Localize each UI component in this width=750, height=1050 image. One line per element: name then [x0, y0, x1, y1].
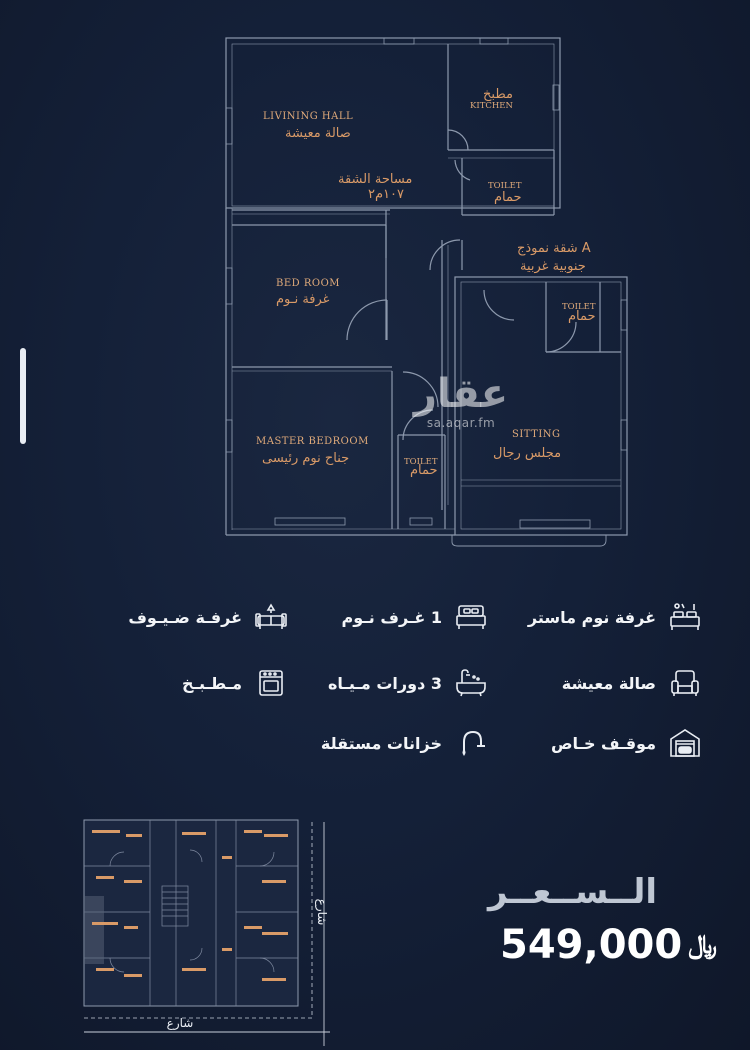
guest-sofa-icon: [254, 602, 288, 632]
scrollbar-thumb[interactable]: [20, 348, 26, 444]
water-tap-icon: [454, 728, 488, 758]
price-value: 549,000: [500, 922, 683, 968]
area-label: مساحة الشقة: [338, 172, 412, 187]
sitting-label-en: SITTING: [512, 429, 561, 440]
feature-bedrooms: 1 غـرف نـوم: [342, 602, 488, 632]
price: 549,000 ﷼: [500, 922, 717, 968]
garage-icon: [668, 728, 702, 758]
feature-bathrooms: 3 دورات مـيـاه: [328, 668, 488, 698]
feature-label: صالة معيشة: [561, 673, 656, 693]
living-hall-label-en: LIVINING HALL: [263, 111, 353, 122]
watermark-logo-text: عقار: [413, 371, 509, 417]
kitchen-label-en: KITCHEN: [470, 101, 513, 111]
sitting-label-ar: مجلس رجال: [493, 446, 561, 461]
feature-guest-room: غرفـة ضـيـوف: [128, 602, 288, 632]
master-bedroom-icon: [668, 602, 702, 632]
feature-kitchen: مـطـبـخ: [182, 668, 288, 698]
bedroom-label-en: BED ROOM: [276, 278, 340, 289]
toilet1-label-en: TOILET: [488, 181, 522, 191]
feature-label: غرفـة ضـيـوف: [128, 607, 242, 627]
feature-label: خزانات مستقلة: [320, 733, 442, 753]
kitchen-label-ar: مطبخ: [483, 87, 513, 102]
bathtub-icon: [454, 668, 488, 698]
feature-water-tanks: خزانات مستقلة: [321, 728, 488, 758]
master-bedroom-label-en: MASTER BEDROOM: [256, 436, 369, 447]
living-hall-label-ar: صالة معيشة: [285, 126, 351, 141]
feature-label: موقـف خـاص: [550, 733, 656, 753]
watermark-url: sa.aqar.fm: [426, 416, 496, 430]
feature-label: 3 دورات مـيـاه: [327, 673, 442, 693]
price-label: الــســعــر: [488, 872, 658, 912]
toilet3-label-en: TOILET: [404, 457, 438, 467]
aqar-watermark: عقار sa.aqar.fm: [405, 372, 517, 430]
oven-icon: [254, 668, 288, 698]
area-value: ١٠٧م٢: [368, 187, 404, 202]
street-label-bottom: شارع: [167, 1016, 194, 1031]
toilet3-label-ar: حمام: [410, 463, 438, 478]
bed-icon: [454, 602, 488, 632]
feature-living-room: صالة معيشة: [562, 668, 702, 698]
site-plan: [83, 819, 330, 1046]
feature-master-bedroom: غرفة نوم ماستر: [528, 602, 702, 632]
street-label-right: شارع: [314, 899, 329, 926]
bedroom-label-ar: غرفة نـوم: [276, 292, 330, 307]
apartment-direction-label: جنوبية غربية: [520, 259, 586, 274]
toilet1-label-ar: حمام: [494, 190, 522, 205]
toilet2-label-ar: حمام: [568, 309, 596, 324]
toilet2-label-en: TOILET: [562, 302, 596, 312]
apartment-model-label: شقة نموذج A: [517, 241, 591, 256]
master-bedroom-label-ar: جناح نوم رئيسى: [262, 451, 349, 466]
feature-label: غرفة نوم ماستر: [527, 607, 656, 627]
feature-label: مـطـبـخ: [182, 673, 242, 693]
feature-label: 1 غـرف نـوم: [341, 607, 442, 627]
riyal-currency-icon: ﷼: [688, 929, 717, 960]
armchair-icon: [668, 668, 702, 698]
feature-private-parking: موقـف خـاص: [551, 728, 702, 758]
